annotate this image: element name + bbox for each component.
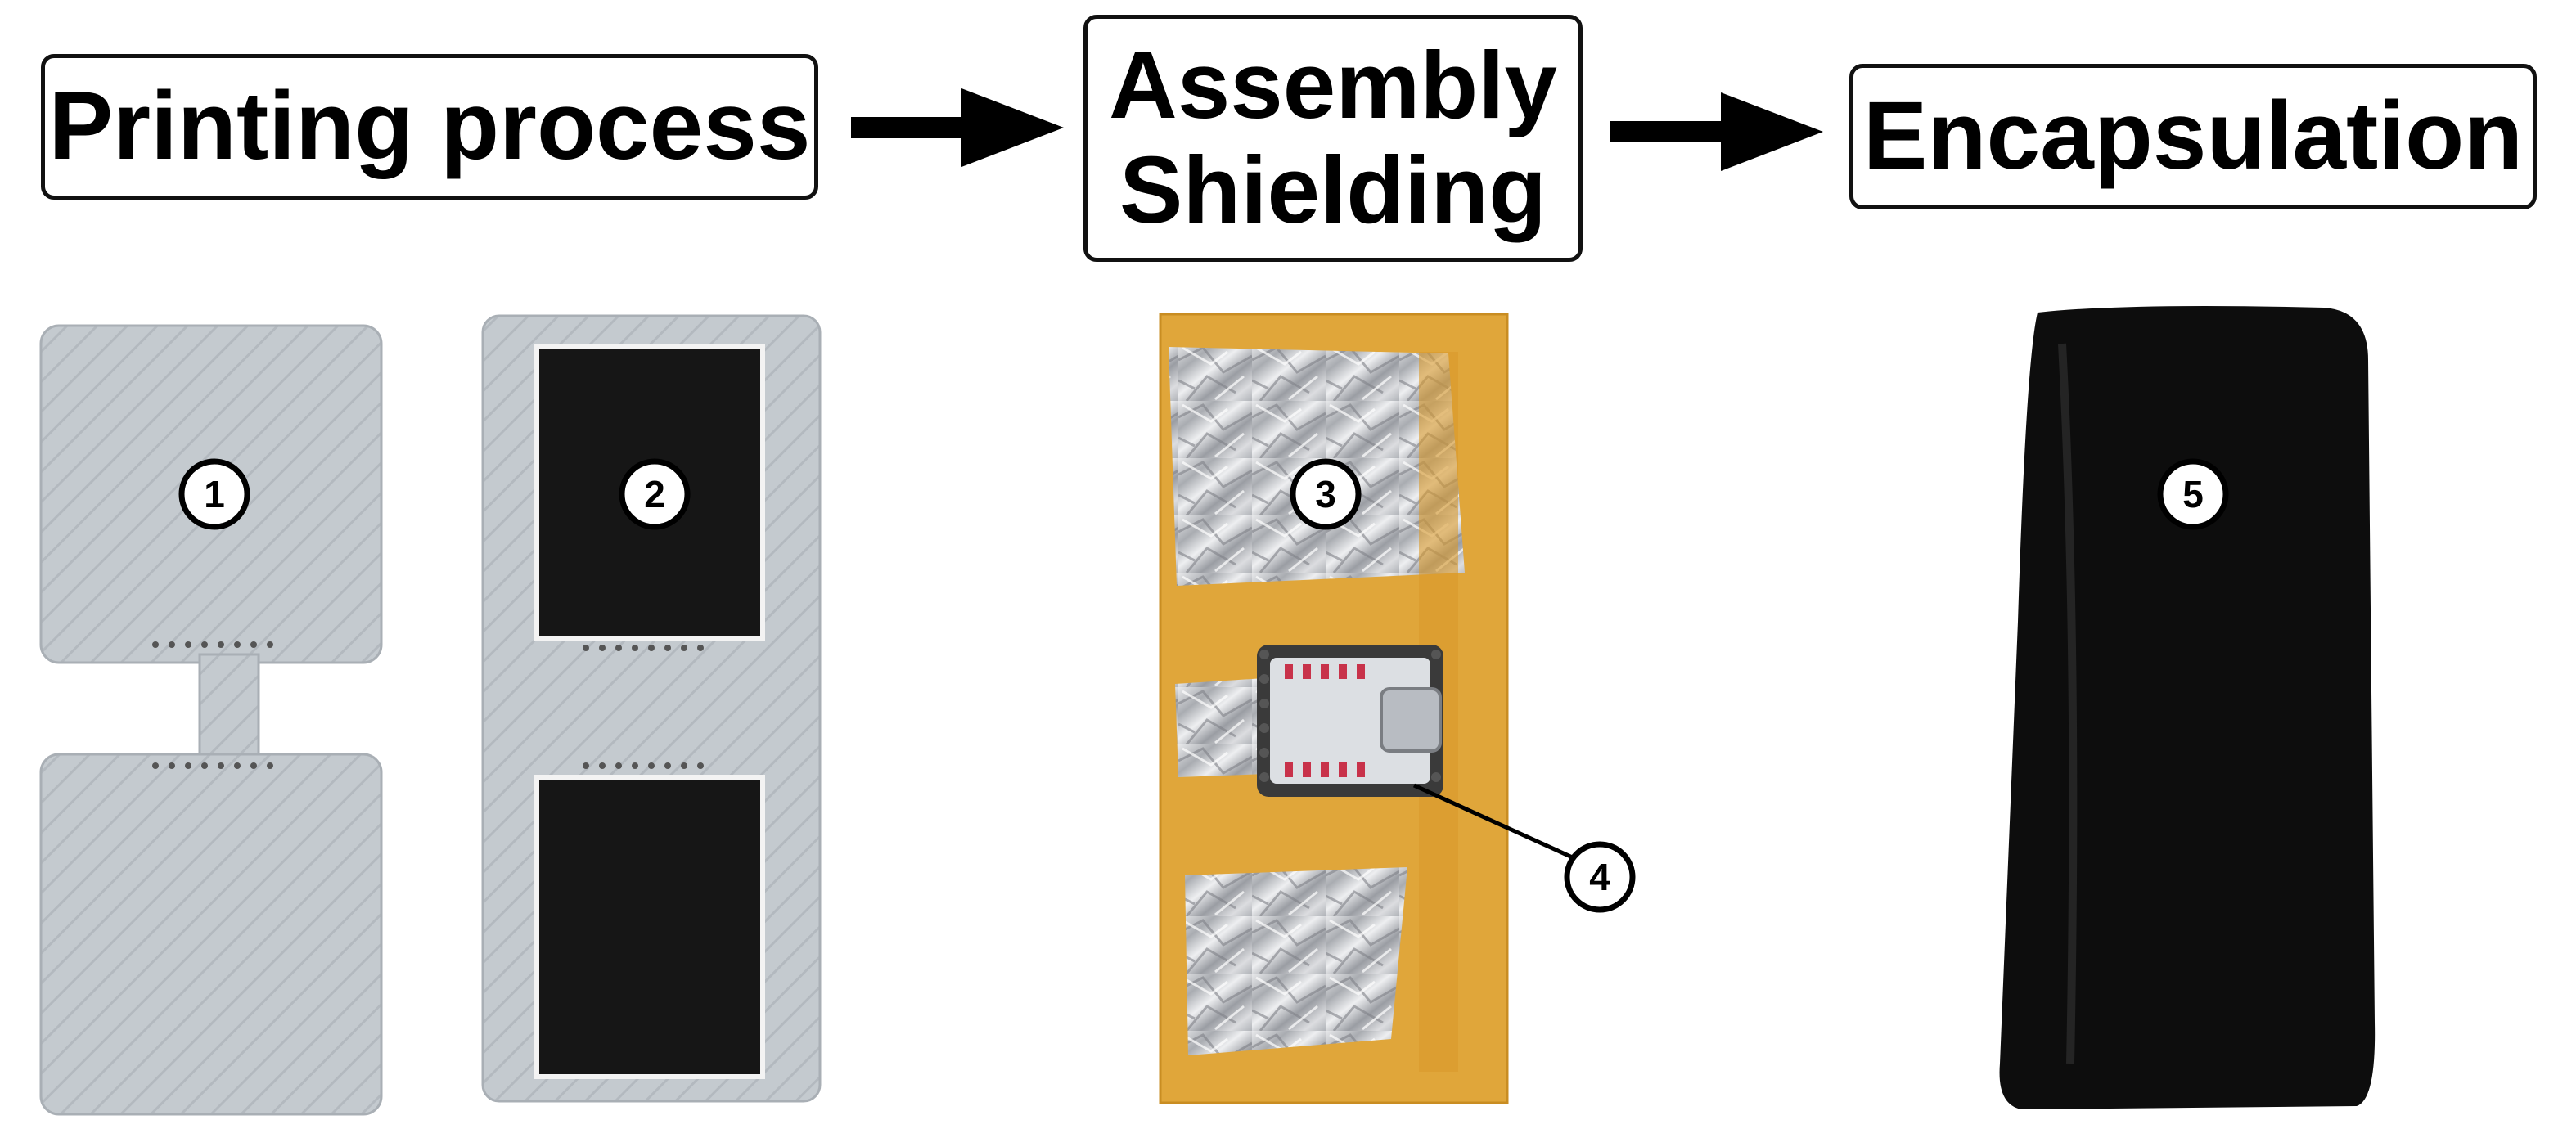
encapsulation-sleeve-part bbox=[1999, 306, 2376, 1109]
stage-label-line: Encapsulation bbox=[1862, 82, 2524, 191]
svg-text:3: 3 bbox=[1315, 473, 1336, 515]
stage-label-line: Assembly bbox=[1108, 32, 1558, 139]
arrow-right-icon bbox=[851, 88, 1064, 167]
microcontroller-board bbox=[1257, 645, 1443, 797]
svg-text:4: 4 bbox=[1589, 856, 1610, 898]
svg-text:2: 2 bbox=[644, 473, 665, 515]
svg-text:1: 1 bbox=[204, 473, 225, 515]
stage-box-encapsulation: Encapsulation bbox=[1849, 64, 2537, 209]
shielded-assembly-part bbox=[1159, 313, 1596, 1104]
number-badge: 4 bbox=[1564, 841, 1636, 913]
conductive-pad-part bbox=[481, 314, 822, 1103]
arrow-right-icon bbox=[1610, 92, 1823, 171]
stage-label-line: Shielding bbox=[1119, 137, 1547, 243]
stage-label-line: Printing process bbox=[48, 72, 811, 181]
number-badge: 5 bbox=[2157, 458, 2229, 530]
number-badge: 2 bbox=[619, 458, 691, 530]
svg-text:5: 5 bbox=[2182, 473, 2204, 515]
stage-box-assembly-shielding: Assembly Shielding bbox=[1083, 15, 1583, 262]
printed-substrate-part bbox=[39, 324, 383, 1116]
number-badge: 1 bbox=[178, 458, 250, 530]
stage-box-printing-process: Printing process bbox=[41, 54, 818, 200]
number-badge: 3 bbox=[1290, 458, 1362, 530]
